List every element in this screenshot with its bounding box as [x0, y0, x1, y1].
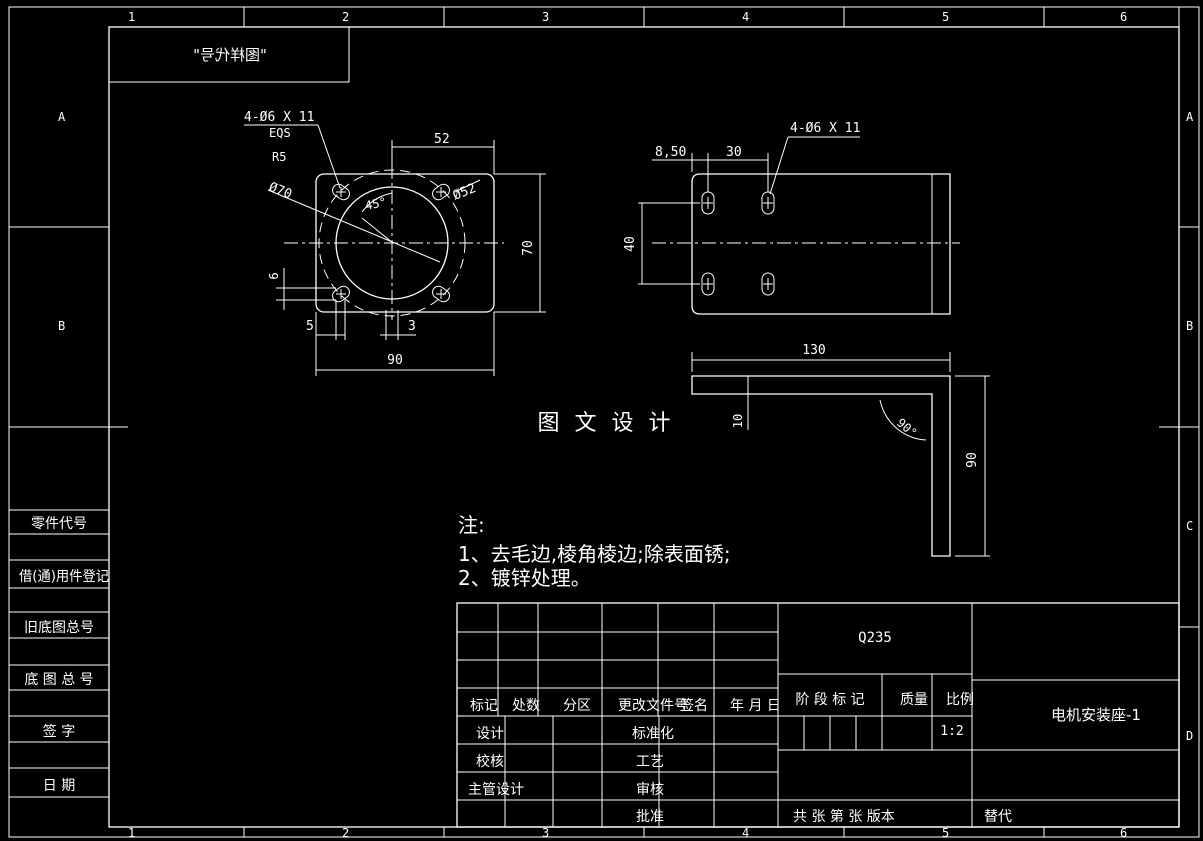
col-number-6-bottom: 6 — [1120, 826, 1127, 840]
row-design: 设计 — [476, 726, 504, 742]
dim-8-50: 8,50 — [655, 145, 686, 160]
dim-40: 40 — [623, 236, 638, 252]
col-number-1: 1 — [128, 10, 135, 24]
row-letter-b-left: B — [58, 319, 65, 333]
notes-title: 注: — [458, 513, 485, 537]
row-approve: 批准 — [636, 809, 664, 825]
front-view: 4-Ø6 X 11 EQS R5 Ø70 Ø52 52 45° 70 6 5 3… — [244, 110, 546, 376]
mount-slot — [432, 285, 450, 303]
mirror-code-box: "图样代号" — [108, 26, 350, 83]
left-panel: 零件代号 借(通)用件登记 旧底图总号 底 图 总 号 签 字 日 期 — [9, 509, 109, 798]
sheet-count-row: 共 张 第 张 版本 — [793, 808, 895, 825]
header-date: 年 月 日 — [730, 698, 781, 714]
scale-value: 1:2 — [940, 724, 963, 739]
col-number-5-bottom: 5 — [942, 826, 949, 840]
header-change-doc: 更改文件号 — [618, 698, 688, 714]
material-value: Q235 — [858, 630, 892, 646]
side-plate-outline — [691, 173, 951, 315]
row-chief-design: 主管设计 — [468, 782, 524, 798]
label-signature: 签 字 — [43, 723, 75, 740]
row-letter-a-right: A — [1186, 110, 1194, 124]
header-zone: 分区 — [563, 698, 591, 714]
row-review: 审核 — [636, 782, 664, 798]
technical-notes: 注: 1、去毛边,棱角棱边;除表面锈; 2、镀锌处理。 — [458, 513, 731, 590]
front-holes-label: 4-Ø6 X 11 — [244, 110, 314, 125]
row-letter-a-left: A — [58, 110, 66, 124]
row-process: 工艺 — [636, 754, 664, 770]
header-sign: 签名 — [680, 697, 708, 714]
dim-90: 90 — [387, 353, 403, 368]
side-slot — [761, 272, 775, 296]
mirror-code-text: "图样代号" — [193, 46, 267, 64]
bend-view: 130 10 90° 90 — [691, 343, 990, 557]
mount-slot — [432, 183, 450, 201]
mount-slot — [332, 183, 350, 201]
part-name: 电机安装座-1 — [1051, 706, 1141, 724]
left-ruler: A B — [9, 110, 128, 428]
top-ruler: 1 2 3 4 5 6 — [128, 7, 1180, 27]
label-date: 日 期 — [43, 778, 75, 794]
d52-label: Ø52 — [451, 181, 478, 204]
col-number-5: 5 — [942, 10, 949, 24]
row-check: 校核 — [476, 753, 504, 770]
dim-5: 5 — [306, 319, 314, 334]
dim-52: 52 — [434, 132, 450, 147]
col-number-4: 4 — [742, 10, 749, 24]
dim-90-degree: 90° — [894, 416, 920, 441]
stage-mark-header: 阶 段 标 记 — [795, 692, 864, 708]
row-standardization: 标准化 — [632, 726, 674, 742]
right-ruler: A B C D — [1159, 110, 1199, 743]
row-letter-c-right: C — [1186, 519, 1193, 533]
dim-130: 130 — [802, 343, 825, 358]
label-borrowed-register: 借(通)用件登记 — [19, 569, 109, 585]
eqs-label: EQS — [269, 126, 291, 140]
dim-45: 45° — [364, 195, 388, 213]
dim-70: 70 — [521, 240, 536, 256]
r5-label: R5 — [272, 150, 286, 164]
col-number-2: 2 — [342, 10, 349, 24]
title-block: Q235 电机安装座-1 1:2 标记 处数 分区 更改文件号 签名 年 月 日… — [456, 602, 1180, 828]
watermark-text: 图 文 设 计 — [538, 411, 675, 436]
bend-profile-outline — [691, 375, 951, 557]
replace-label: 替代 — [984, 809, 1012, 825]
col-number-1-bottom: 1 — [128, 826, 135, 840]
col-number-3: 3 — [542, 10, 549, 24]
label-old-base-number: 旧底图总号 — [24, 620, 94, 636]
outer-border — [8, 6, 1200, 838]
row-letter-b-right: B — [1186, 319, 1193, 333]
mount-slot — [332, 285, 350, 303]
dim-6: 6 — [267, 272, 281, 279]
bottom-ruler: 1 2 3 4 5 6 — [128, 826, 1127, 840]
notes-line-2: 2、镀锌处理。 — [458, 566, 591, 590]
dim-3: 3 — [408, 319, 416, 334]
side-slot — [701, 272, 715, 296]
dim-90-height: 90 — [965, 452, 980, 468]
side-holes-label: 4-Ø6 X 11 — [790, 121, 860, 136]
row-letter-d-right: D — [1186, 729, 1193, 743]
col-number-4-bottom: 4 — [742, 826, 749, 840]
label-base-total-number: 底 图 总 号 — [24, 672, 93, 688]
header-mark: 标记 — [470, 698, 498, 714]
header-count: 处数 — [512, 698, 540, 714]
side-slot — [701, 191, 715, 215]
dim-10: 10 — [731, 414, 745, 428]
col-number-2-bottom: 2 — [342, 826, 349, 840]
scale-header: 比例 — [946, 692, 974, 708]
side-view: 4-Ø6 X 11 8,50 30 40 — [623, 121, 960, 315]
notes-line-1: 1、去毛边,棱角棱边;除表面锈; — [458, 542, 731, 566]
label-part-code: 零件代号 — [31, 516, 87, 532]
dim-30: 30 — [726, 145, 742, 160]
mass-header: 质量 — [900, 692, 928, 708]
col-number-3-bottom: 3 — [542, 826, 549, 840]
side-slot — [761, 191, 775, 215]
col-number-6: 6 — [1120, 10, 1127, 24]
